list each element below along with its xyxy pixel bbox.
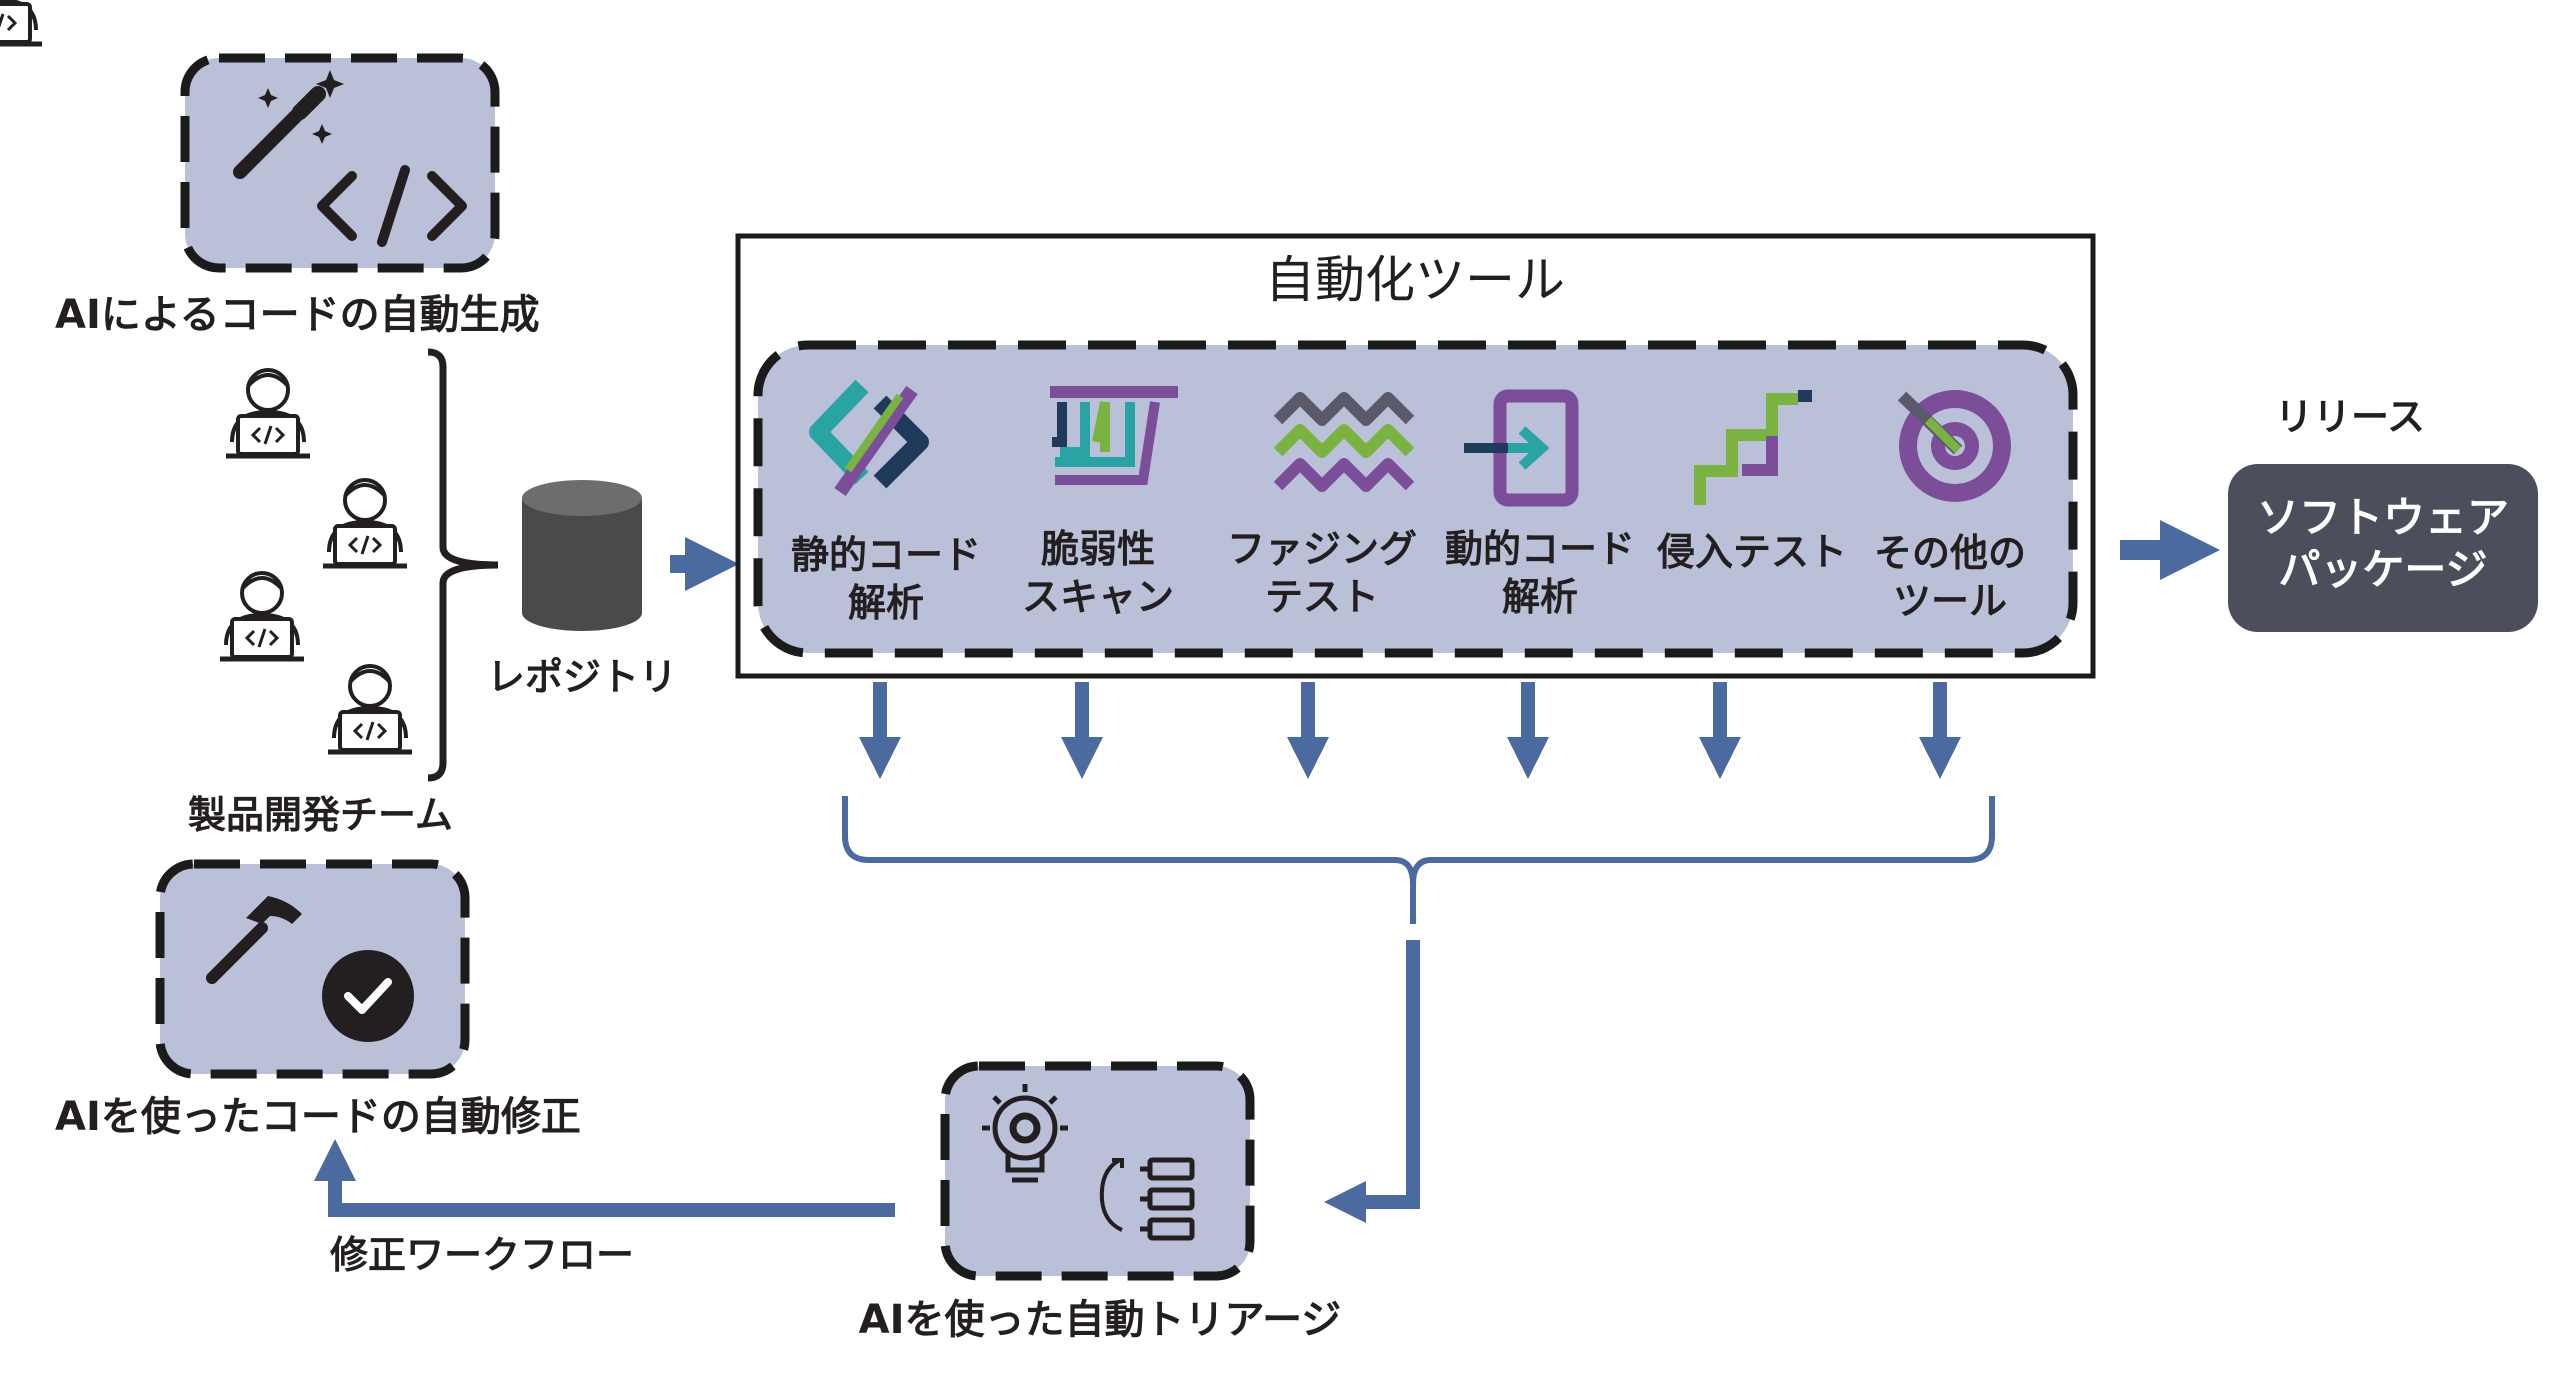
- ai-triage-label: AIを使った自動トリアージ: [859, 1297, 1342, 1343]
- automation-tools-title: 自動化ツール: [1265, 251, 1565, 309]
- tool-label: 静的コード: [791, 533, 981, 577]
- tools-dashed-box: [753, 340, 2078, 658]
- tool-label: 解析: [1502, 575, 1578, 619]
- team-bracket: [427, 348, 499, 782]
- developer-laptop-icon: [0, 0, 42, 47]
- fuzzing-icon: [1273, 392, 1415, 492]
- tool-label: 解析: [848, 581, 924, 625]
- software-package-label: ソフトウェア: [2257, 493, 2509, 542]
- tool-output-brace: [842, 796, 1995, 924]
- tool-label: ファジング: [1227, 527, 1417, 571]
- tool-label: 脆弱性: [1041, 527, 1155, 571]
- database-cylinder-icon: [522, 480, 642, 631]
- repository-label: レポジトリ: [487, 655, 677, 699]
- vulnerability-scan-icon: [1050, 386, 1178, 485]
- fix-workflow-arrow: [314, 1139, 895, 1217]
- ai-code-generation-label: AIによるコードの自動生成: [55, 292, 540, 338]
- software-package-box: ソフトウェア パッケージ: [2228, 464, 2538, 632]
- developer-laptop-icon: [328, 666, 412, 752]
- ai-code-generation-box: [180, 53, 500, 273]
- dynamic-analysis-icon: [1464, 389, 1579, 507]
- tool-output-arrows: [859, 682, 1961, 779]
- developer-laptop-icon: [226, 370, 310, 456]
- brace-to-triage-arrow: [1324, 940, 1420, 1223]
- tool-label: 侵入テスト: [1656, 530, 1847, 574]
- magic-wand-code-icon: [233, 70, 467, 247]
- static-analysis-icon: [809, 379, 929, 497]
- product-team: [0, 0, 42, 47]
- developer-laptop-icon: [220, 573, 304, 659]
- tool-label: スキャン: [1022, 575, 1174, 619]
- tool-label: 動的コード: [1445, 527, 1635, 571]
- developer-laptop-icon: [323, 480, 407, 566]
- tool-label: ツール: [1893, 579, 2007, 623]
- lightbulb-gear-list-icon: [982, 1084, 1195, 1241]
- ai-code-fix-label: AIを使ったコードの自動修正: [55, 1094, 581, 1140]
- target-icon: [1897, 390, 2011, 502]
- fix-workflow-label: 修正ワークフロー: [330, 1233, 634, 1277]
- hammer-check-icon: [206, 896, 414, 1042]
- tool-label: テスト: [1265, 575, 1379, 619]
- tool-label: その他の: [1874, 531, 2026, 575]
- ai-code-fix-box: [155, 859, 470, 1079]
- product-team-label: 製品開発チーム: [188, 793, 453, 837]
- release-label: リリース: [2275, 395, 2425, 439]
- software-package-label: パッケージ: [2278, 545, 2487, 594]
- penetration-test-icon: [1694, 390, 1812, 505]
- ai-triage-box: [940, 1061, 1255, 1281]
